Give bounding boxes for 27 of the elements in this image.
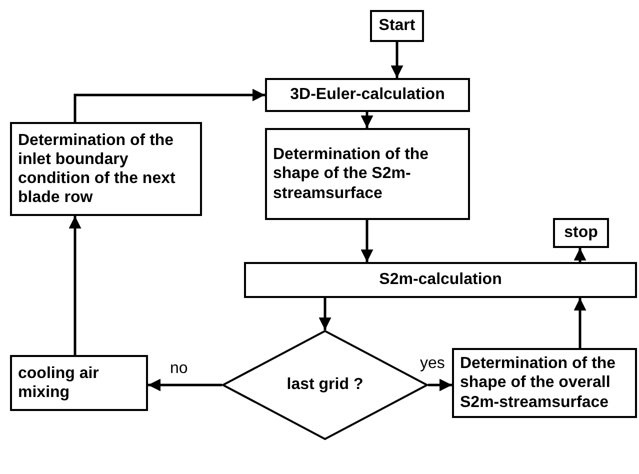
- node-text: 3D-Euler-calculation: [290, 85, 445, 105]
- node-text: S2m-calculation: [379, 270, 502, 290]
- process-box: [370, 10, 424, 42]
- node-text: Determination of the shape of the overall S2m-streamsurface: [460, 354, 617, 412]
- arrow: [574, 298, 586, 348]
- arrow: [390, 42, 404, 78]
- process-box: [553, 218, 609, 248]
- node-text: Determination of the inlet boundary condition of the next blade row: [18, 130, 176, 208]
- process-box: [265, 78, 470, 112]
- arrow: [74, 88, 265, 122]
- node-text: stop: [564, 223, 598, 243]
- arrow: [318, 298, 332, 330]
- arrow: [360, 220, 374, 262]
- arrow: [148, 378, 222, 392]
- arrow: [360, 112, 374, 128]
- node-text: cooling air mixing: [18, 364, 100, 402]
- arrow: [68, 216, 82, 355]
- node-text: last grid ?: [286, 375, 364, 395]
- process-box: [265, 128, 470, 220]
- node-text: Start: [378, 16, 416, 36]
- process-bar: [244, 262, 637, 298]
- node-text: Determination of the shape of the S2m-streamsurface: [273, 145, 430, 203]
- process-box: [452, 348, 637, 418]
- process-box: [10, 355, 148, 411]
- process-box: [10, 122, 202, 216]
- arrow: [574, 248, 586, 262]
- arrow: [428, 378, 452, 392]
